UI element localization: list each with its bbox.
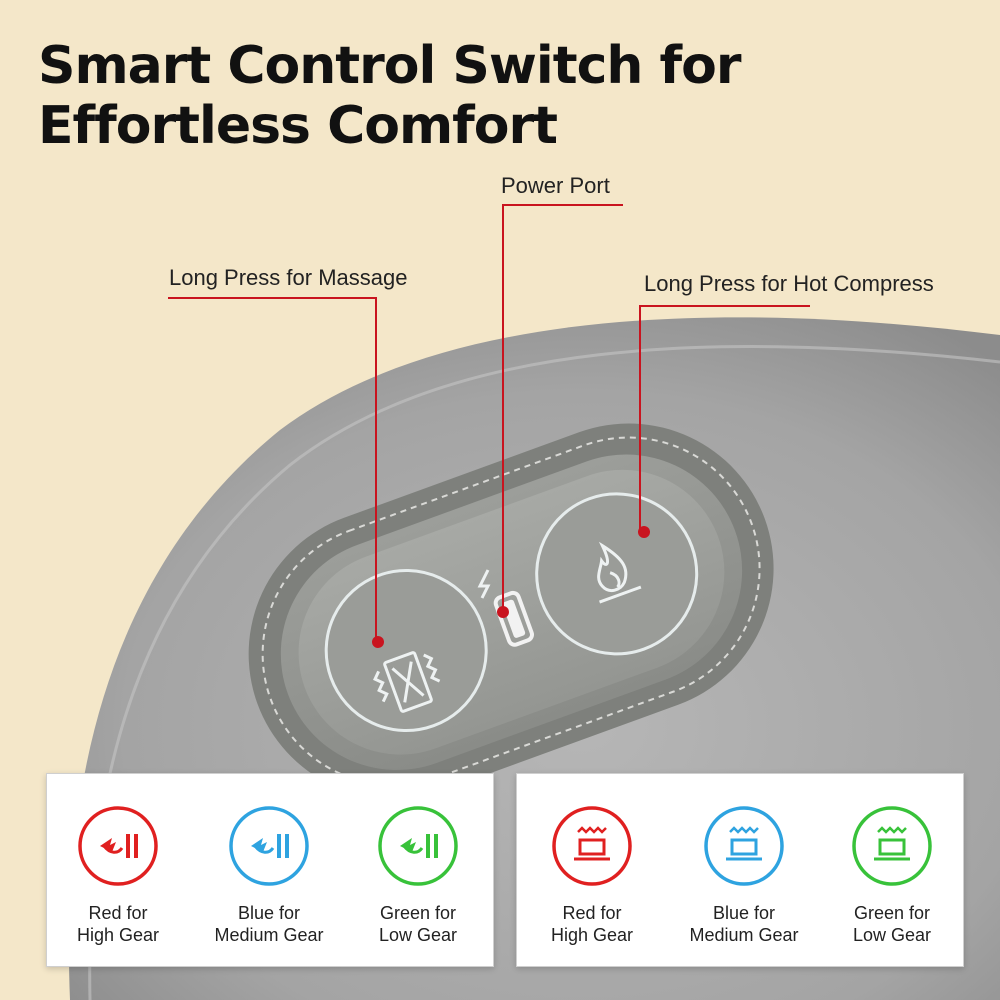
gear-level-text: High Gear	[550, 925, 634, 945]
massage-gear-medium: Blue for Medium Gear	[204, 804, 334, 946]
page-title: Smart Control Switch for Effortless Comf…	[38, 36, 742, 156]
heat-mode-icon	[679, 804, 809, 888]
gear-color-text: Red for	[88, 903, 148, 923]
gear-color-text: Blue for	[237, 903, 301, 923]
title-line-2: Effortless Comfort	[38, 96, 558, 156]
heat-button	[535, 492, 699, 656]
gear-label: Green for Low Gear	[353, 902, 483, 946]
gear-color-text: Red for	[562, 903, 622, 923]
flame-icon	[597, 541, 642, 604]
gear-color-text: Blue for	[712, 903, 776, 923]
callout-dot-massage	[372, 636, 384, 648]
gear-level-text: Low Gear	[378, 925, 458, 945]
callout-line-power	[502, 204, 623, 612]
lightning-icon	[477, 569, 491, 599]
callout-dot-power	[497, 606, 509, 618]
heat-gear-high: Red for High Gear	[527, 804, 657, 946]
gear-label: Blue for Medium Gear	[679, 902, 809, 946]
gear-label: Blue for Medium Gear	[204, 902, 334, 946]
heat-mode-icon	[527, 804, 657, 888]
massage-gear-high: Red for High Gear	[53, 804, 183, 946]
usb-c-port-icon	[493, 590, 534, 647]
callout-line-massage	[168, 297, 377, 641]
heat-gear-low: Green for Low Gear	[827, 804, 957, 946]
gear-level-text: Medium Gear	[214, 925, 324, 945]
gear-color-text: Green for	[853, 903, 931, 923]
massage-mode-icon	[53, 804, 183, 888]
heat-mode-icon	[827, 804, 957, 888]
gear-label: Red for High Gear	[527, 902, 657, 946]
gear-level-text: High Gear	[76, 925, 160, 945]
gear-color-text: Green for	[379, 903, 457, 923]
gear-level-text: Medium Gear	[689, 925, 799, 945]
gear-label: Red for High Gear	[53, 902, 183, 946]
callout-massage: Long Press for Massage	[169, 265, 408, 290]
gear-label: Green for Low Gear	[827, 902, 957, 946]
massage-mode-icon	[204, 804, 334, 888]
callout-line-hot	[639, 305, 810, 532]
heat-gear-medium: Blue for Medium Gear	[679, 804, 809, 946]
massage-mode-icon	[353, 804, 483, 888]
massage-button	[324, 569, 488, 733]
title-line-1: Smart Control Switch for	[38, 36, 742, 96]
callout-hot-compress: Long Press for Hot Compress	[644, 271, 934, 296]
callout-power-port: Power Port	[501, 173, 610, 198]
massage-gear-low: Green for Low Gear	[353, 804, 483, 946]
massage-icon	[373, 651, 441, 713]
control-pad	[248, 423, 774, 800]
gear-level-text: Low Gear	[852, 925, 932, 945]
callout-dot-hot	[638, 526, 650, 538]
heat-gear-panel: Red for High Gear Blue for Medium Gear G…	[516, 773, 964, 967]
massage-gear-panel: Red for High Gear Blue for Medium Gear G…	[46, 773, 494, 967]
